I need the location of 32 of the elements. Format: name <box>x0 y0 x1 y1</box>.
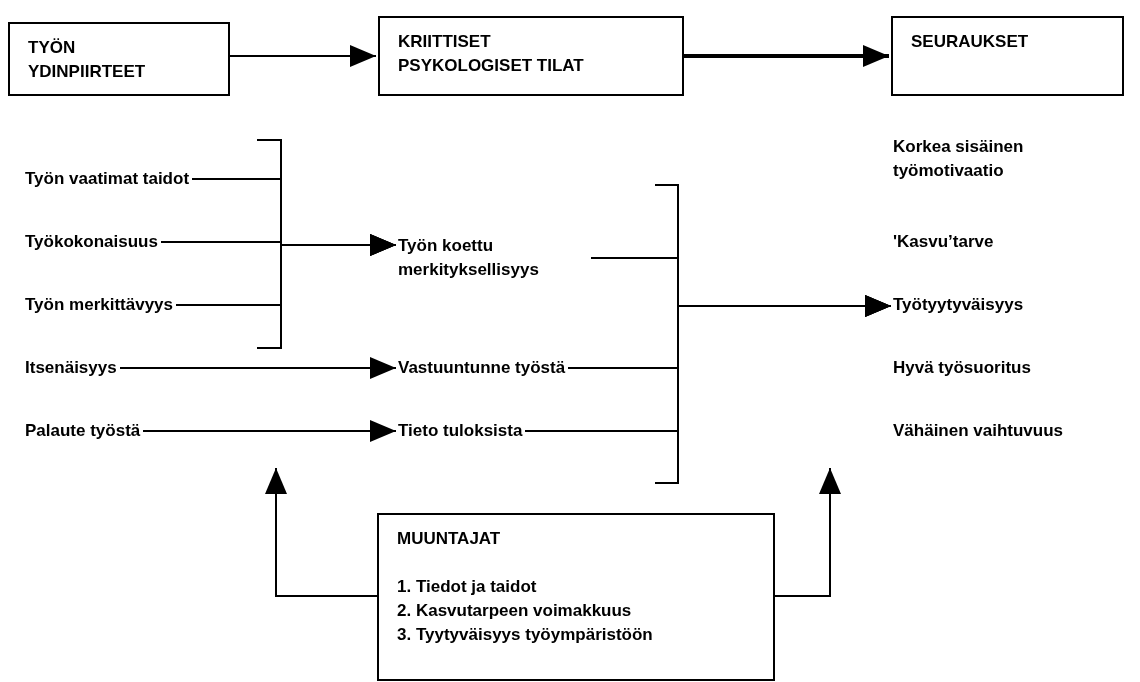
arrow <box>684 45 889 67</box>
process-box <box>377 513 775 681</box>
concept-label: Korkea sisäinen työmotivaatio <box>893 135 1073 183</box>
process-box <box>378 16 684 96</box>
box-heading: SEURAUKSET <box>911 31 1029 53</box>
process-box <box>8 22 230 96</box>
arrow <box>265 467 378 597</box>
concept-label: Vastuuntunne työstä <box>398 356 566 380</box>
arrow <box>524 295 892 432</box>
list-item: 1. Tiedot ja taidot <box>397 576 537 598</box>
concept-label: Vähäinen vaihtuvuus <box>893 419 1064 443</box>
concept-label: 'Kasvu’tarve <box>893 230 994 254</box>
concept-label: Työn koettu merkityksellisyys <box>398 234 588 282</box>
concept-label: Työtyytyväisyys <box>893 293 1024 317</box>
box-heading: KRIITTISET PSYKOLOGISET TILAT <box>398 31 585 77</box>
box-heading: TYÖN YDINPIIRTEET <box>28 37 147 83</box>
list-item: 2. Kasvutarpeen voimakkuus <box>397 600 632 622</box>
arrow <box>774 467 841 597</box>
box-heading: MUUNTAJAT <box>397 528 501 550</box>
arrow <box>119 357 397 379</box>
concept-label: Työn vaatimat taidot <box>25 167 190 191</box>
arrow <box>229 45 377 67</box>
concept-label: Palaute työstä <box>25 419 141 443</box>
concept-label: Työn merkittävyys <box>25 293 174 317</box>
process-box <box>891 16 1124 96</box>
arrow <box>175 234 397 306</box>
concept-label: Itsenäisyys <box>25 356 117 380</box>
arrow <box>142 420 397 442</box>
list-item: 3. Tyytyväisyys työympäristöön <box>397 624 653 646</box>
concept-label: Työkokonaisuus <box>25 230 158 254</box>
concept-label: Tieto tuloksista <box>398 419 523 443</box>
concept-label: Hyvä työsuoritus <box>893 356 1031 380</box>
